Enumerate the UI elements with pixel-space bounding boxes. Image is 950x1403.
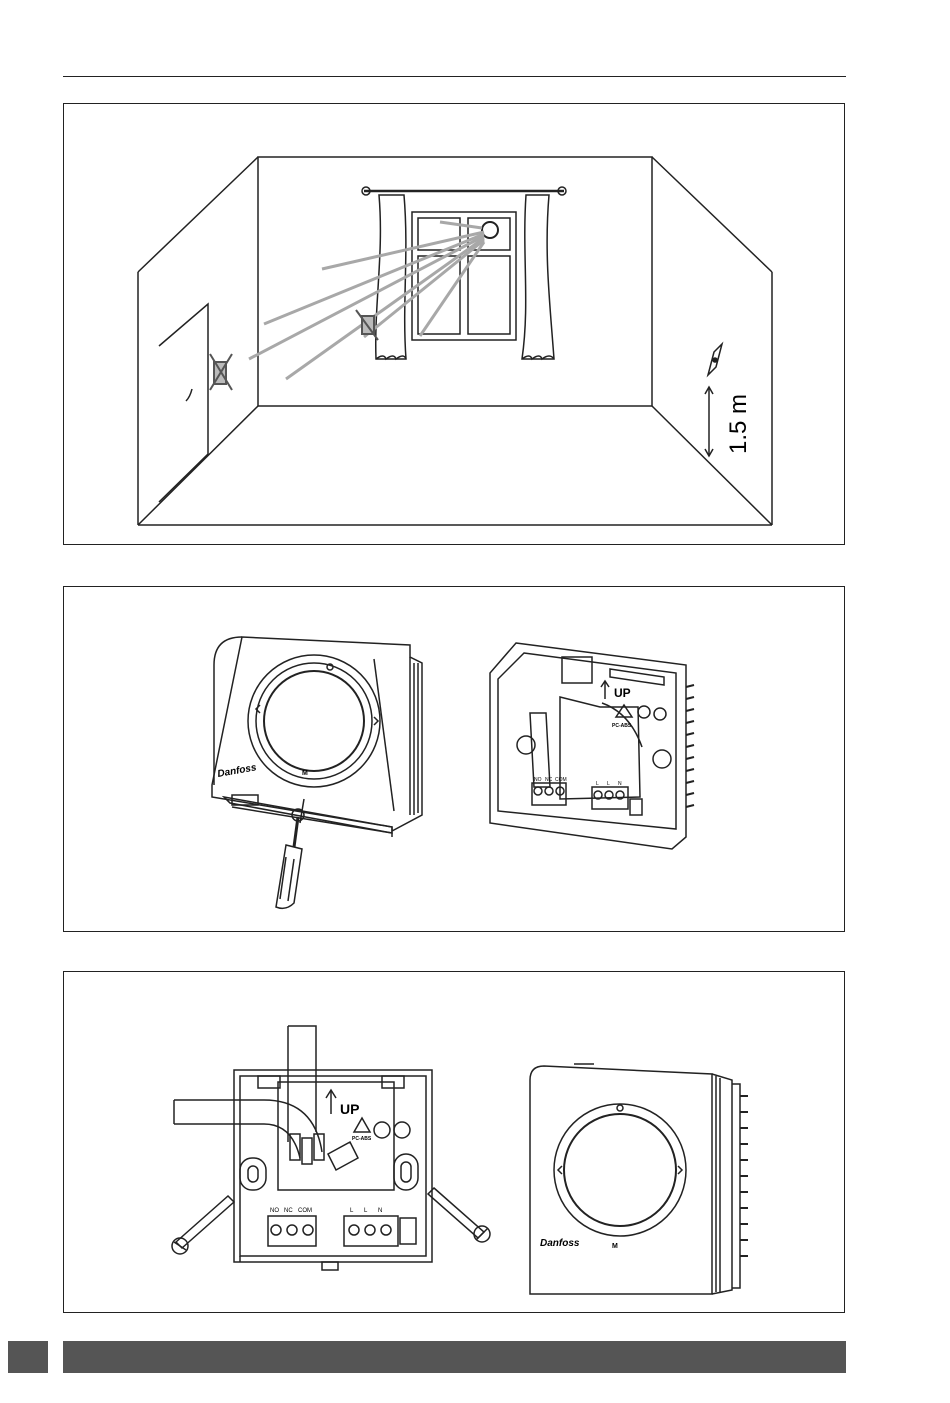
power-terminal-l1: L bbox=[596, 781, 599, 787]
thermostat-front-body bbox=[212, 637, 422, 831]
back-plate bbox=[490, 643, 686, 849]
install-power-l1: L bbox=[350, 1208, 354, 1214]
install-material-label: PC-ABS bbox=[352, 1136, 372, 1142]
installation-figure: UP PC-ABS NO NC COM L L N Danfoss M bbox=[63, 971, 845, 1313]
wiring-back-plate bbox=[234, 1070, 432, 1262]
left-wall-top-edge bbox=[138, 157, 258, 272]
door bbox=[159, 304, 208, 502]
curtain-right bbox=[522, 195, 554, 359]
mounted-dial-display bbox=[564, 1114, 676, 1226]
left-floor-edge bbox=[138, 406, 258, 525]
right-wall-top-edge bbox=[652, 157, 772, 272]
top-rule bbox=[63, 76, 846, 77]
mounted-dial-outer-ring bbox=[554, 1104, 686, 1236]
wiring-power-terminals bbox=[344, 1216, 398, 1246]
mounted-vent-ribs bbox=[740, 1096, 748, 1256]
back-material-label: PC-ABS bbox=[612, 723, 632, 729]
install-up-label: UP bbox=[340, 1101, 359, 1117]
back-up-label: UP bbox=[614, 686, 631, 700]
cable-top bbox=[288, 1026, 316, 1132]
height-label: 1.5 m bbox=[725, 394, 752, 454]
relay-terminal-no: NO bbox=[534, 777, 542, 783]
install-power-l2: L bbox=[364, 1208, 368, 1214]
screwdriver-shaft bbox=[294, 817, 298, 847]
installation-illustration: UP PC-ABS NO NC COM L L N Danfoss M bbox=[64, 972, 846, 1314]
relay-terminal-com: COM bbox=[555, 777, 567, 783]
dial-display bbox=[264, 671, 364, 771]
mounted-brand-logo: Danfoss bbox=[540, 1238, 580, 1249]
window-frame bbox=[412, 212, 516, 340]
mounting-hole-right bbox=[394, 1154, 418, 1190]
front-brand-logo: Danfoss bbox=[217, 762, 258, 780]
bad-placement-thermostats bbox=[210, 310, 378, 390]
mounting-hole-left bbox=[240, 1158, 266, 1190]
room-placement-figure: 1.5 m bbox=[63, 103, 845, 545]
wiring-relay-terminals bbox=[268, 1216, 316, 1246]
relay-terminal-nc: NC bbox=[545, 777, 553, 783]
sun-reflection bbox=[482, 222, 498, 238]
dial-outer-ring bbox=[248, 655, 380, 787]
install-relay-com: COM bbox=[298, 1208, 312, 1214]
cover-removal-figure: Danfoss M UP PC-ABS NO NC COM L L N bbox=[63, 586, 845, 932]
cover-removal-illustration: Danfoss M UP PC-ABS NO NC COM L L N bbox=[64, 587, 846, 933]
back-wall bbox=[258, 157, 652, 406]
sun-rays bbox=[249, 222, 484, 379]
install-relay-nc: NC bbox=[284, 1208, 293, 1214]
install-power-n: N bbox=[378, 1208, 382, 1214]
power-terminal-l2: L bbox=[607, 781, 610, 787]
right-floor-edge bbox=[652, 406, 772, 525]
page-number-tab bbox=[8, 1341, 48, 1373]
door-handle bbox=[186, 389, 192, 401]
power-terminal-n: N bbox=[618, 781, 622, 787]
install-relay-no: NO bbox=[270, 1208, 279, 1214]
room-illustration: 1.5 m bbox=[64, 104, 846, 546]
footer-bar bbox=[63, 1341, 846, 1373]
dial-marker: M bbox=[302, 770, 308, 777]
mounted-dial-marker: M bbox=[612, 1243, 618, 1250]
vent-ribs bbox=[686, 685, 694, 807]
